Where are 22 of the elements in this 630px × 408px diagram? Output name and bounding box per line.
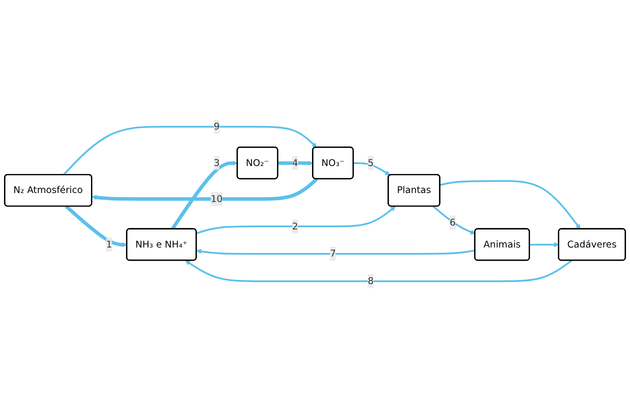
edge-label: 10 <box>210 193 223 204</box>
arrow <box>530 242 560 248</box>
arrow <box>278 160 314 166</box>
edge-label: 7 <box>330 248 336 260</box>
edge-label: 1 <box>106 238 112 250</box>
arrow <box>170 160 238 230</box>
arrow <box>196 248 476 255</box>
arrow <box>432 206 476 234</box>
arrow <box>196 206 396 234</box>
edge-label: 3 <box>214 157 220 168</box>
arrow <box>353 162 390 176</box>
arrow <box>62 126 317 176</box>
arrow <box>185 260 572 282</box>
edge-label: 5 <box>368 157 374 168</box>
arrow <box>64 205 128 248</box>
edge-label: 8 <box>368 275 374 286</box>
edge-label: 2 <box>292 220 298 232</box>
edge-label: 6 <box>450 216 456 228</box>
edge-label: 4 <box>292 157 298 168</box>
arrow <box>92 178 318 201</box>
edge-label: 9 <box>214 120 220 132</box>
arrow <box>440 180 581 230</box>
